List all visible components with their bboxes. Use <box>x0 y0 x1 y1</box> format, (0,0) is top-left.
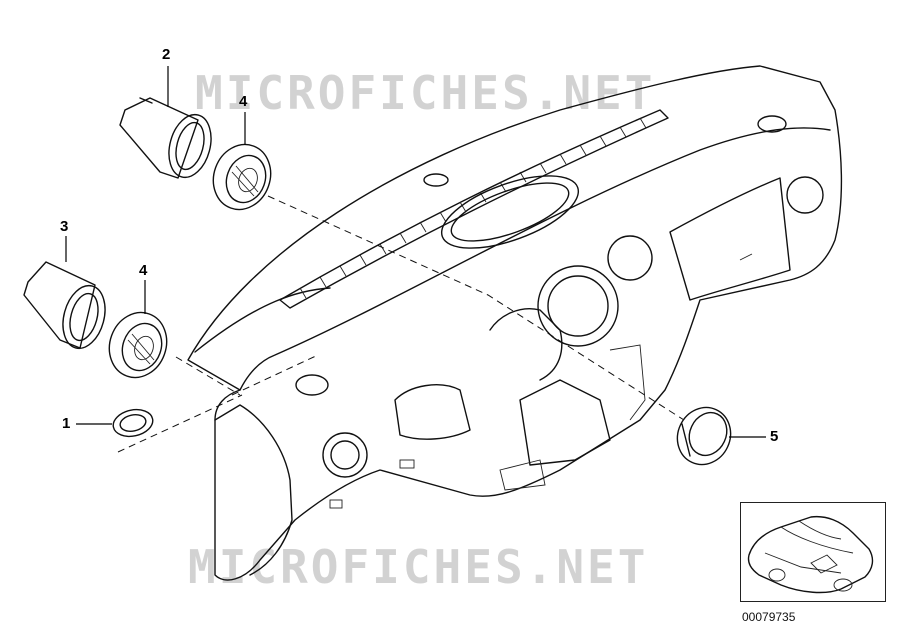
callout-4-upper: 4 <box>239 93 248 110</box>
part-2-air-duct <box>119 97 212 179</box>
callout-2: 2 <box>162 46 171 63</box>
callout-4-lower: 4 <box>139 262 148 279</box>
part-1-grommet <box>112 408 154 438</box>
watermark-bottom: MICROFICHES.NET <box>188 540 649 594</box>
dashboard-panel <box>187 65 843 581</box>
callout-5: 5 <box>770 428 779 445</box>
part-4-vent-lower <box>108 311 168 379</box>
callout-1: 1 <box>62 415 71 432</box>
assembly-lines <box>117 195 685 453</box>
document-number: 00079735 <box>742 610 796 624</box>
callout-3: 3 <box>60 218 69 235</box>
leader-lines <box>65 66 766 438</box>
part-3-air-duct <box>23 261 106 350</box>
car-outline <box>747 515 874 594</box>
vehicle-thumbnail <box>740 502 886 602</box>
part-4-vent-upper <box>212 143 272 211</box>
watermark-top: MICROFICHES.NET <box>195 66 656 120</box>
part-5-ring <box>676 406 732 466</box>
